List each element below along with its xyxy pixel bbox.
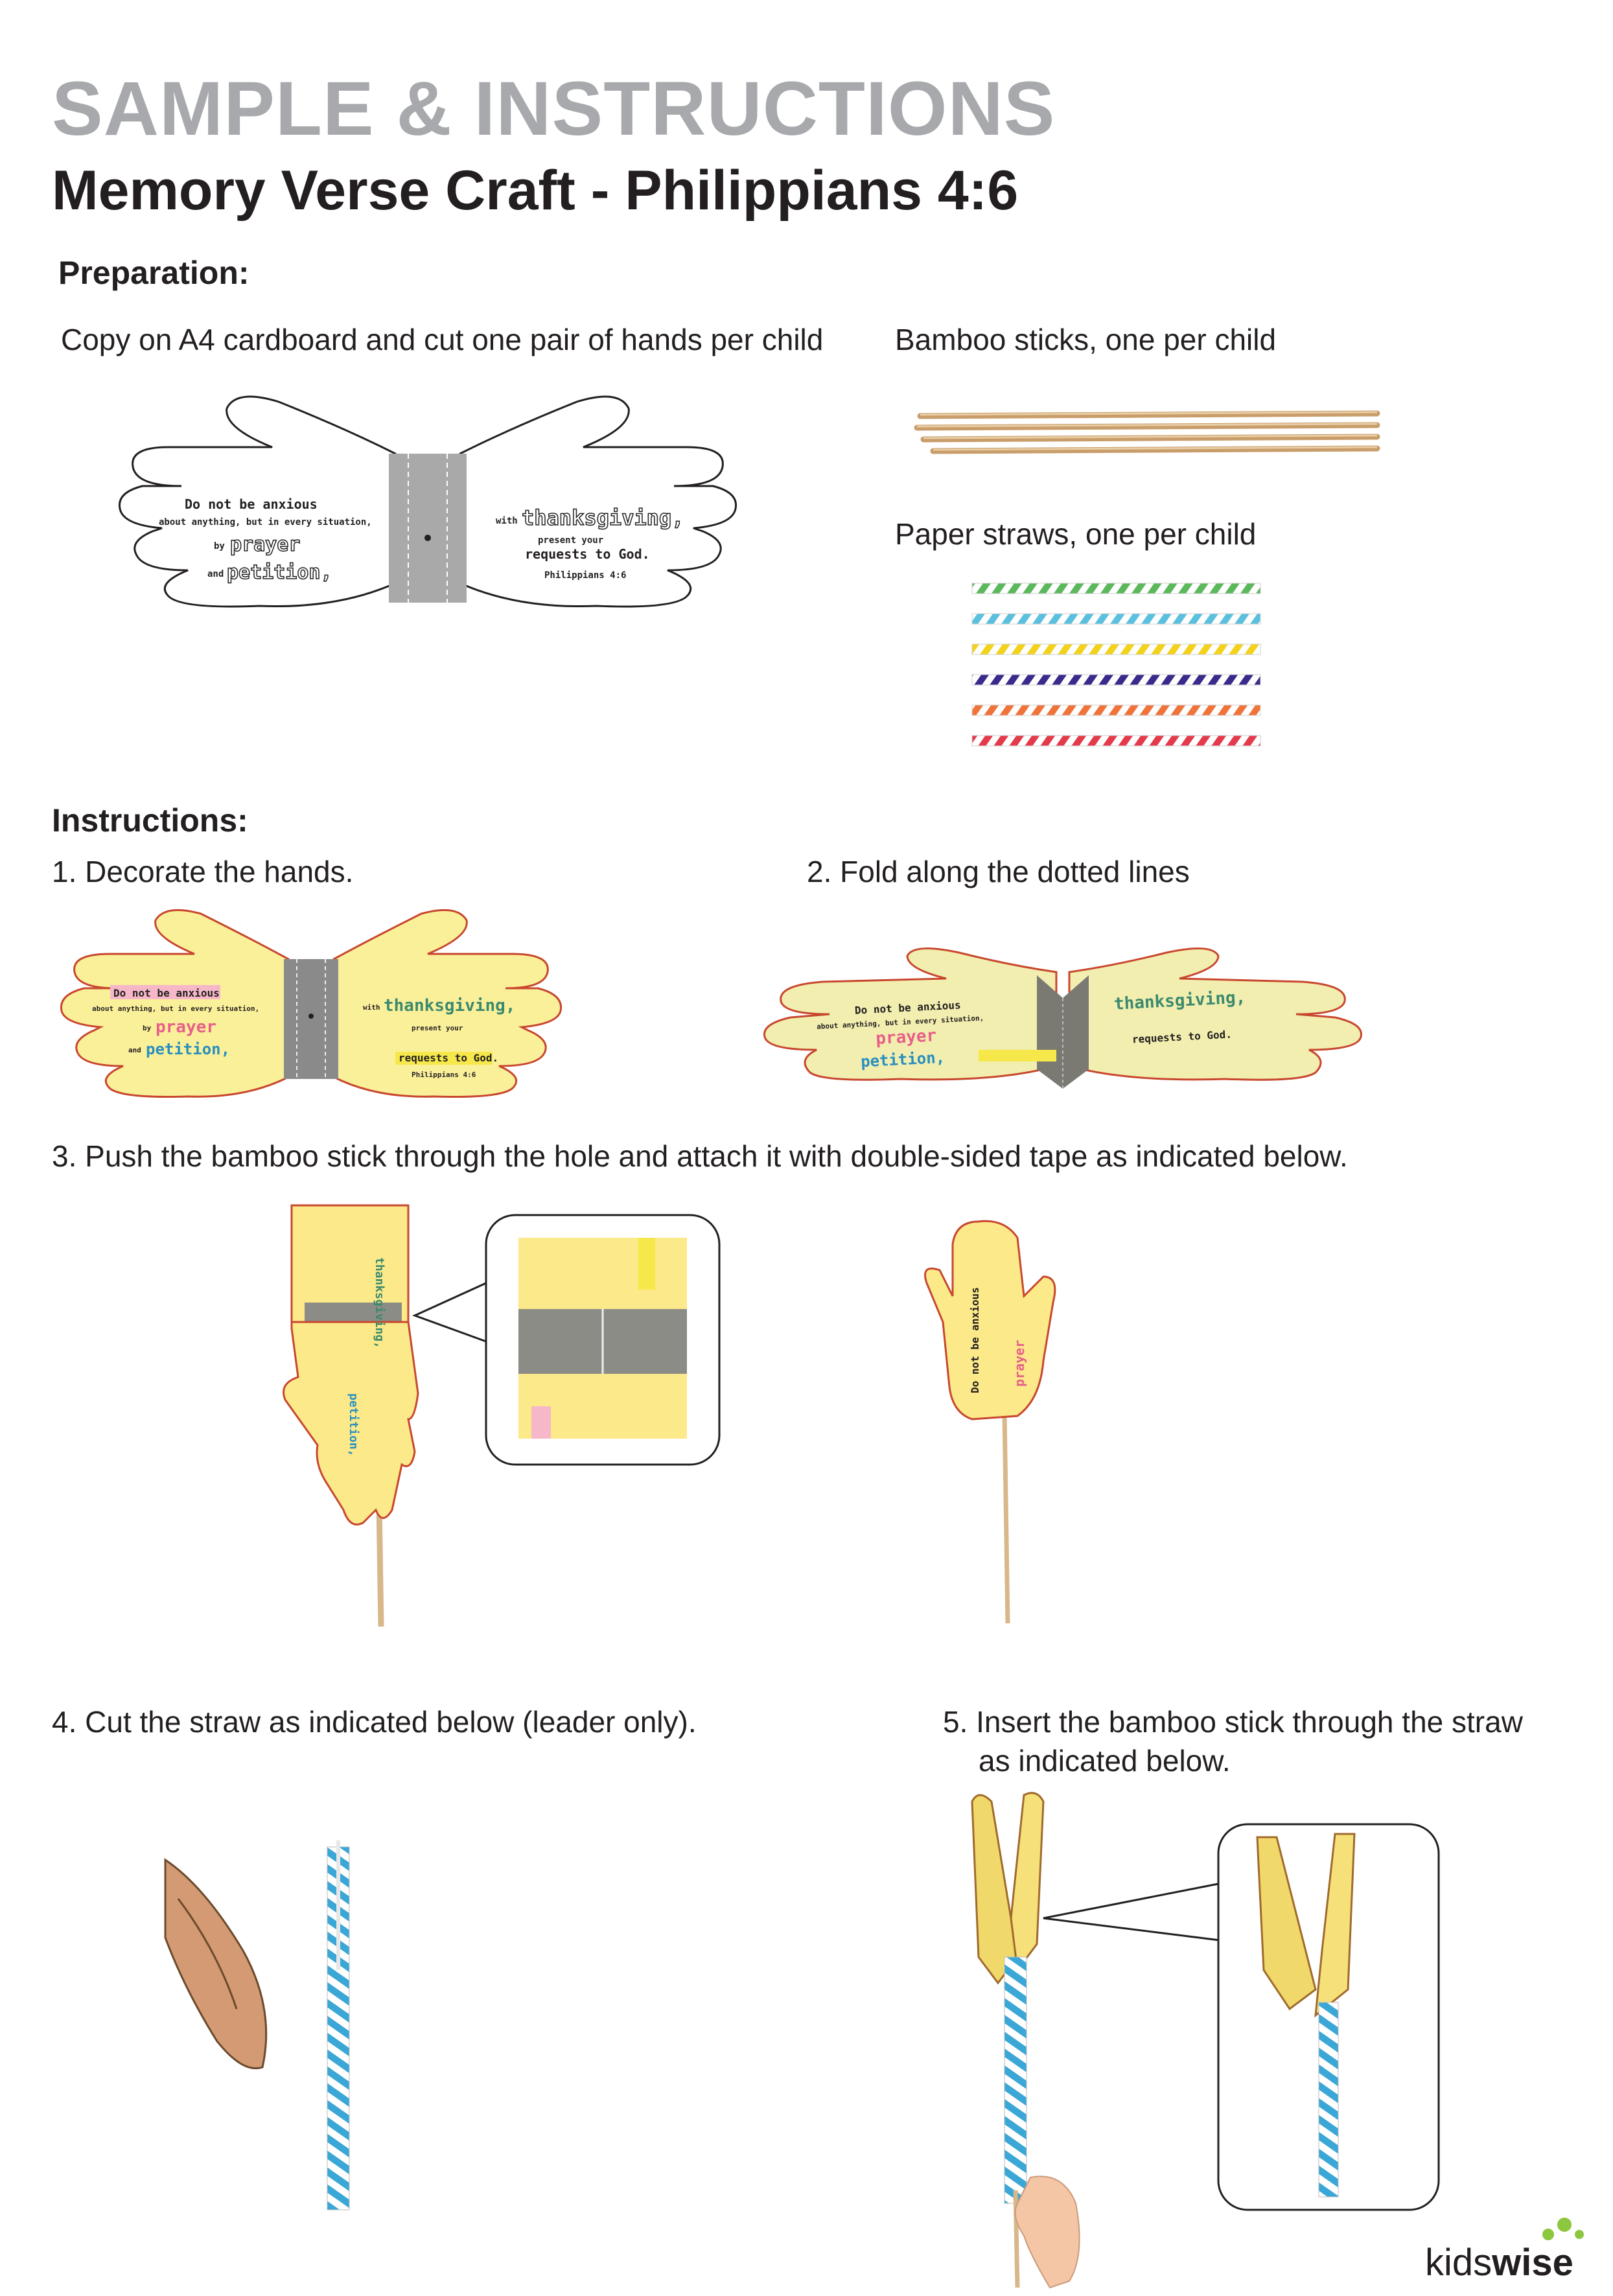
tpl-verse-l2: about anything, but in every situation, xyxy=(159,517,372,528)
tpl-verse-petition: petition, xyxy=(227,561,332,584)
front-verse-prayer: prayer xyxy=(1012,1340,1027,1387)
brand-name-bold: wise xyxy=(1492,2242,1573,2284)
step4-text: 4. Cut the straw as indicated below (lea… xyxy=(52,1705,697,1739)
cut-straw-illustration xyxy=(327,1840,350,2210)
tpl-verse-prayer: prayer xyxy=(230,533,300,556)
tpl-verse-and: and xyxy=(207,569,224,579)
tpl-verse-by: by xyxy=(214,541,225,551)
step2-text: 2. Fold along the dotted lines xyxy=(807,855,1190,888)
stick-attached-back-illustration: petition, thanksgiving, xyxy=(283,1204,419,1627)
step5-text-line2: as indicated below. xyxy=(979,1744,1231,1778)
bamboo-text: Bamboo sticks, one per child xyxy=(895,323,1277,356)
dec-verse-petition: petition, xyxy=(146,1040,230,1058)
instructions-heading: Instructions: xyxy=(52,802,248,839)
tpl-verse-l1: Do not be anxious xyxy=(185,496,318,512)
brand-logo: kidswise xyxy=(1425,2212,1594,2284)
tpl-verse-thanksgiving: thanksgiving, xyxy=(522,505,684,530)
logo-dots-icon xyxy=(1542,2218,1584,2240)
page-title: Memory Verse Craft - Philippians 4:6 xyxy=(52,159,1019,222)
front-verse-l1: Do not be anxious xyxy=(969,1287,981,1393)
stick-attached-front-illustration: Do not be anxious prayer xyxy=(924,1220,1056,1624)
bamboo-sticks-illustration xyxy=(914,410,1380,454)
straws-text: Paper straws, one per child xyxy=(895,517,1257,551)
folded-hands-illustration: Do not be anxious about anything, but in… xyxy=(763,947,1362,1089)
tpl-verse-present: present your xyxy=(538,535,603,546)
tpl-verse-with: with xyxy=(496,516,518,526)
step5-text-line1: 5. Insert the bamboo stick through the s… xyxy=(943,1705,1523,1739)
dec-verse-thanksgiving: thanksgiving, xyxy=(384,996,516,1015)
step1-text: 1. Decorate the hands. xyxy=(52,855,354,888)
hands-template-illustration: Do not be anxious about anything, but in… xyxy=(118,395,737,608)
page-kicker: SAMPLE & INSTRUCTIONS xyxy=(52,66,1056,152)
tpl-verse-requests: requests to God. xyxy=(525,546,650,562)
fold-verse-petition: petition, xyxy=(860,1049,945,1071)
dec-verse-by: by xyxy=(143,1024,152,1032)
assembled-zoom-callout xyxy=(1043,1823,1440,2211)
assembled-craft-illustration xyxy=(971,1792,1080,2289)
dec-verse-and: and xyxy=(128,1046,141,1054)
dec-verse-l1: Do not be anxious xyxy=(113,987,220,999)
dec-verse-prayer: prayer xyxy=(156,1017,216,1037)
zoom-callout xyxy=(412,1214,721,1466)
brand-name: kidswise xyxy=(1425,2241,1573,2284)
step3-text: 3. Push the bamboo stick through the hol… xyxy=(52,1139,1348,1173)
tpl-verse-ref: Philippians 4:6 xyxy=(544,570,626,581)
brand-name-light: kids xyxy=(1425,2242,1492,2284)
paper-straws-illustration xyxy=(971,583,1261,747)
back-verse-thanksgiving: thanksgiving, xyxy=(373,1257,386,1349)
decorated-hands-illustration: Do not be anxious about anything, but in… xyxy=(60,909,563,1098)
dec-verse-with: with xyxy=(363,1003,380,1012)
fold-verse-prayer: prayer xyxy=(876,1026,937,1049)
dec-verse-ref: Philippians 4:6 xyxy=(412,1071,476,1079)
dec-verse-requests: requests to God. xyxy=(399,1052,498,1064)
back-verse-petition: petition, xyxy=(347,1393,360,1457)
scissors-illustration xyxy=(164,1858,268,2070)
cardboard-text: Copy on A4 cardboard and cut one pair of… xyxy=(61,323,824,356)
dec-verse-present: present your xyxy=(412,1024,463,1032)
dec-verse-l2: about anything, but in every situation, xyxy=(92,1004,259,1013)
preparation-heading: Preparation: xyxy=(58,255,249,291)
